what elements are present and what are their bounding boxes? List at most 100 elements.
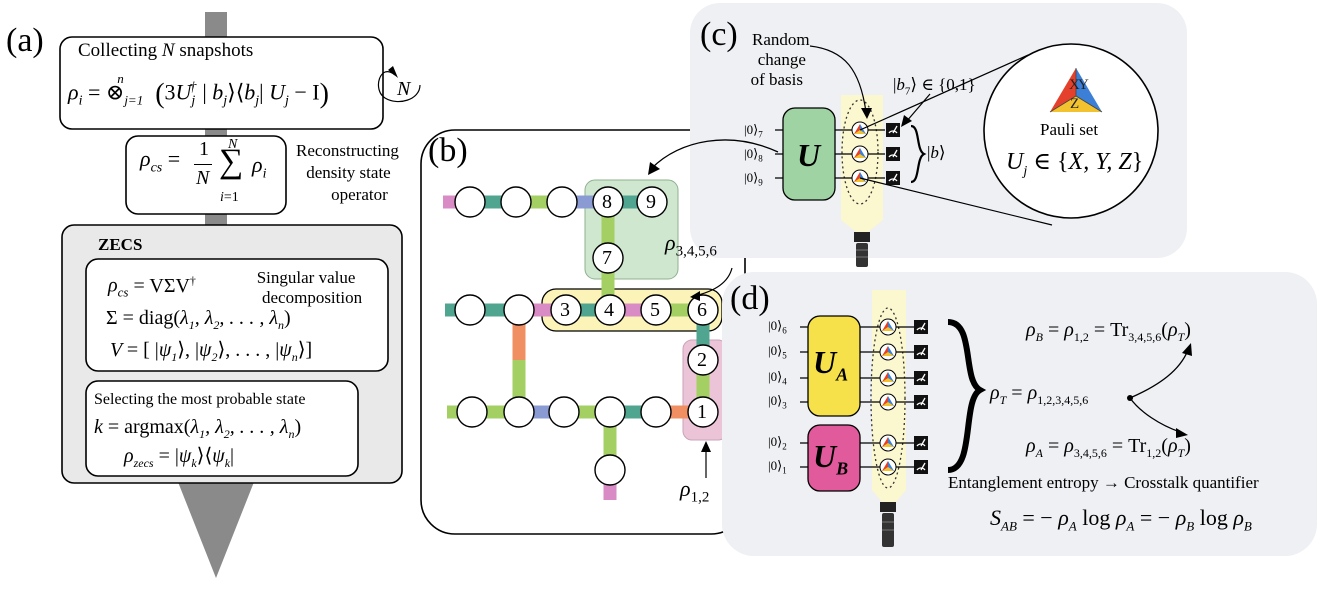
lattice-node bbox=[592, 186, 624, 218]
meter-arc bbox=[916, 467, 926, 471]
c-to-b-arrow bbox=[651, 139, 779, 169]
lattice-node-label: 4 bbox=[604, 299, 614, 321]
lattice-node bbox=[546, 186, 578, 218]
rho-cs-sum-lower: i=1 bbox=[220, 190, 239, 205]
input-d-4: |0⟩4 bbox=[768, 369, 787, 387]
measurement-icon bbox=[886, 147, 900, 161]
unitary-u-box bbox=[782, 107, 836, 201]
meter-arc bbox=[916, 352, 926, 356]
pauli-gates-c bbox=[851, 121, 869, 187]
meter-arc bbox=[916, 443, 926, 447]
measurement-icon bbox=[914, 436, 928, 450]
rho-12-label: ρ1,2 bbox=[680, 476, 710, 506]
lattice-node bbox=[640, 396, 672, 428]
measurement-icon bbox=[914, 371, 928, 385]
pauli-equation: Uj ∈ {X, Y, Z} bbox=[1006, 149, 1144, 179]
meter-needle bbox=[920, 322, 926, 331]
lattice-node bbox=[592, 242, 624, 274]
gate-yellow bbox=[882, 378, 894, 382]
rho-cs-equation: ρcs = bbox=[140, 146, 181, 176]
lattice-node-label: 5 bbox=[650, 299, 660, 321]
lattice-nodes bbox=[454, 186, 719, 486]
meter-arc bbox=[916, 402, 926, 406]
split-arrow-down-head bbox=[1176, 428, 1188, 438]
pauli-z: Z bbox=[1070, 96, 1080, 112]
select-eq-2: ρzecs = |ψk⟩⟨ψk| bbox=[124, 445, 235, 470]
brace-c bbox=[910, 124, 927, 184]
meter-body bbox=[886, 171, 900, 185]
flashlight-d bbox=[880, 502, 896, 547]
zecs-title: ZECS bbox=[98, 235, 143, 254]
svd-eq-3: V = [ |ψ1⟩, |ψ2⟩, . . . , |ψn⟩] bbox=[110, 339, 313, 364]
svd-eq-1: ρcs = VΣV† bbox=[108, 273, 196, 300]
lattice-node bbox=[550, 294, 582, 326]
lattice-node bbox=[456, 396, 488, 428]
gate-yellow bbox=[882, 327, 894, 331]
rho-t-equation: ρT = ρ1,2,3,4,5,6 bbox=[990, 382, 1089, 407]
gate-yellow bbox=[854, 178, 866, 182]
pauli-gate bbox=[879, 393, 897, 411]
rho-cs-box bbox=[125, 135, 287, 215]
meter-arc bbox=[916, 327, 926, 331]
meter-body bbox=[914, 345, 928, 359]
meter-needle bbox=[892, 149, 898, 158]
input-c-8: |0⟩8 bbox=[744, 146, 763, 164]
input-d-6: |0⟩6 bbox=[768, 318, 787, 336]
meter-arc bbox=[888, 154, 898, 158]
rho-cs-term: ρi bbox=[252, 152, 267, 182]
zoom-line-top bbox=[859, 54, 1029, 131]
meter-arc bbox=[888, 130, 898, 134]
b-ket-label: |b⟩ bbox=[927, 143, 946, 162]
panel-b-label: (b) bbox=[428, 132, 468, 169]
zoom-line-bottom bbox=[859, 177, 1053, 226]
pauli-gate bbox=[851, 145, 869, 163]
select-title: Selecting the most probable state bbox=[94, 391, 306, 408]
rho-a-equation: ρA = ρ3,4,5,6 = Tr1,2(ρT) bbox=[1026, 435, 1191, 460]
pauli-gate bbox=[879, 369, 897, 387]
panel-a-label: (a) bbox=[6, 22, 44, 59]
random-caption: Random change of basis bbox=[750, 30, 810, 89]
rho-3456-label: ρ3,4,5,6 bbox=[665, 230, 717, 260]
input-d-2: |0⟩2 bbox=[768, 434, 787, 452]
measurement-icon bbox=[886, 123, 900, 137]
input-d-3: |0⟩3 bbox=[768, 393, 787, 411]
lattice-node bbox=[687, 396, 719, 428]
unitary-u-label: U bbox=[797, 137, 821, 173]
pauli-y: Y bbox=[1078, 77, 1089, 93]
meter-body bbox=[914, 460, 928, 474]
gate-yellow bbox=[854, 130, 866, 134]
lattice-node bbox=[548, 396, 580, 428]
lattice-node bbox=[454, 186, 486, 218]
gate-yellow bbox=[854, 154, 866, 158]
b7-label: |b7⟩ ∈ {0,1} bbox=[893, 75, 976, 98]
random-basis-arrow bbox=[809, 45, 867, 113]
pauli-gates-d bbox=[879, 318, 897, 476]
basis-dotted-c bbox=[841, 99, 879, 205]
lattice-node bbox=[594, 396, 626, 428]
pauli-gate bbox=[879, 458, 897, 476]
meters-d bbox=[914, 320, 928, 474]
measurement-icon bbox=[914, 460, 928, 474]
measurement-icon bbox=[914, 345, 928, 359]
collect-box bbox=[59, 36, 384, 130]
svd-eq-2: Σ = diag(λ1, λ2, . . . , λn) bbox=[106, 307, 291, 332]
b7-arrowhead bbox=[901, 115, 912, 127]
pauli-triangle bbox=[1049, 68, 1103, 113]
lattice-node bbox=[687, 294, 719, 326]
brace-d bbox=[947, 319, 987, 473]
collect-equation: ρi = ⊗j=1n (3Uj†| bj⟩⟨bj| Uj − I) bbox=[68, 71, 329, 110]
lattice-node-label: 8 bbox=[602, 191, 612, 213]
lattice-node bbox=[503, 294, 535, 326]
b7-arrow bbox=[905, 93, 931, 123]
meter-needle bbox=[892, 173, 898, 182]
meter-body bbox=[886, 123, 900, 137]
rho-cs-fraction-num: 1 bbox=[199, 138, 209, 160]
pauli-gate bbox=[879, 343, 897, 361]
rho-cs-sum: ∑ bbox=[219, 143, 244, 180]
meter-arc bbox=[888, 178, 898, 182]
split-arrow-up bbox=[1129, 349, 1189, 399]
meter-needle bbox=[892, 125, 898, 134]
basis-dotted-d bbox=[870, 307, 906, 489]
flash-beam-c bbox=[841, 95, 883, 232]
